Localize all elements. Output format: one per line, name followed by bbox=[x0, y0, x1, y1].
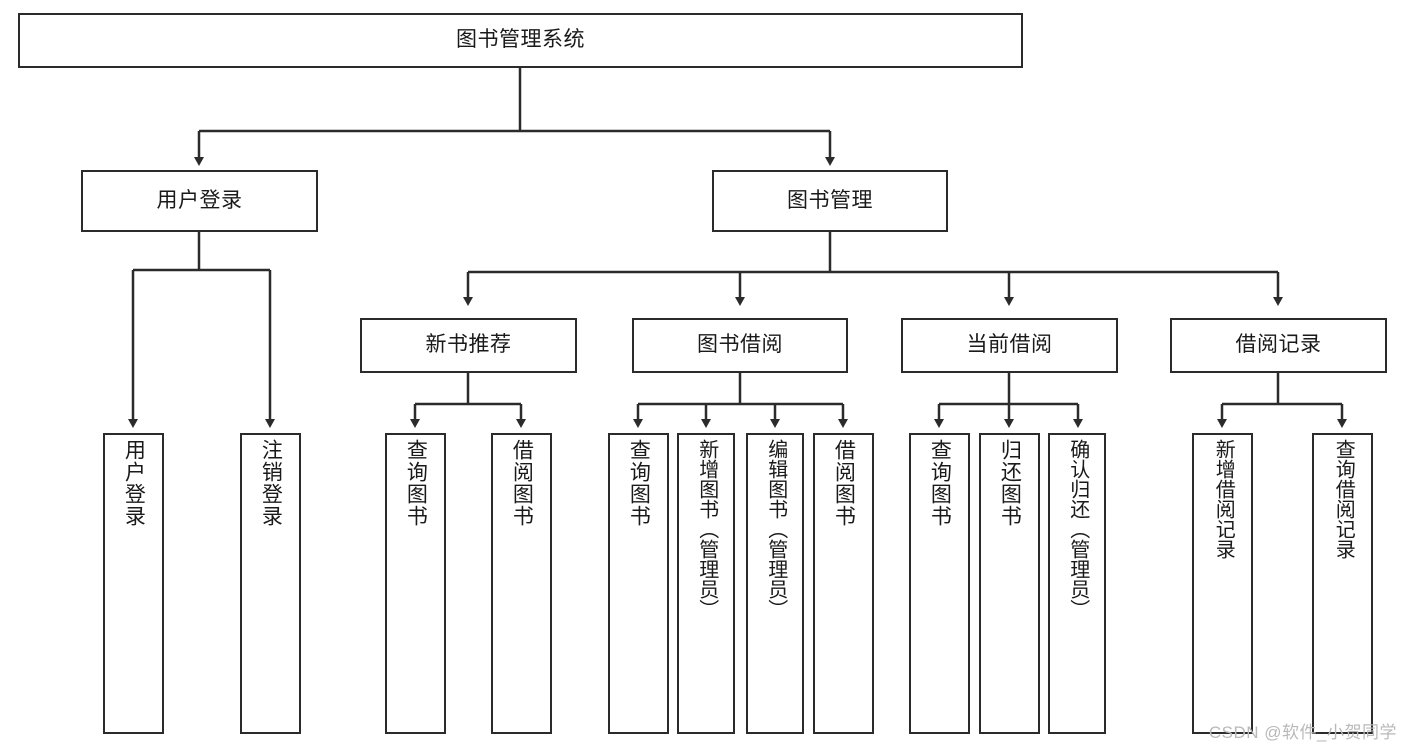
watermark-text: CSDN @软件_小贺同学 bbox=[1208, 723, 1397, 742]
node-borrow-record[interactable]: 借阅记录 bbox=[1170, 318, 1387, 373]
node-label: 借阅图书 bbox=[510, 439, 534, 527]
node-label: 借阅记录 bbox=[1235, 333, 1322, 357]
node-leaf-add-borrow-record[interactable]: 新增借阅记录 bbox=[1192, 433, 1253, 734]
node-label: 图书借阅 bbox=[697, 333, 783, 357]
node-label: 新增图书（管理员） bbox=[695, 439, 718, 619]
node-user-login[interactable]: 用户登录 bbox=[81, 170, 318, 232]
node-label: 当前借阅 bbox=[966, 333, 1053, 357]
node-label: 用户登录 bbox=[122, 439, 146, 527]
node-leaf-borrow-book-recommend[interactable]: 借阅图书 bbox=[491, 433, 552, 734]
node-book-manage[interactable]: 图书管理 bbox=[712, 170, 948, 232]
node-leaf-query-book-current[interactable]: 查询图书 bbox=[909, 433, 970, 734]
node-leaf-borrow-book[interactable]: 借阅图书 bbox=[813, 433, 874, 734]
node-label: 编辑图书（管理员） bbox=[764, 439, 787, 619]
node-label: 查询图书 bbox=[627, 439, 651, 527]
node-label: 用户登录 bbox=[156, 188, 243, 212]
node-leaf-logout[interactable]: 注销登录 bbox=[240, 433, 301, 734]
node-leaf-query-borrow-record[interactable]: 查询借阅记录 bbox=[1312, 433, 1373, 734]
node-leaf-return-book[interactable]: 归还图书 bbox=[979, 433, 1040, 734]
node-book-borrow[interactable]: 图书借阅 bbox=[632, 318, 848, 373]
node-new-book-recommend[interactable]: 新书推荐 bbox=[360, 318, 577, 373]
node-label: 注销登录 bbox=[259, 439, 283, 527]
node-label: 归还图书 bbox=[998, 439, 1022, 527]
node-label: 确认归还（管理员） bbox=[1066, 439, 1089, 619]
node-current-borrow[interactable]: 当前借阅 bbox=[901, 318, 1118, 373]
node-leaf-user-login[interactable]: 用户登录 bbox=[103, 433, 164, 734]
node-label: 图书管理 bbox=[787, 188, 873, 212]
node-leaf-query-book-recommend[interactable]: 查询图书 bbox=[385, 433, 446, 734]
node-label: 查询图书 bbox=[404, 439, 428, 527]
node-label: 查询图书 bbox=[928, 439, 952, 527]
node-leaf-edit-book-admin[interactable]: 编辑图书（管理员） bbox=[746, 433, 804, 734]
node-label: 查询借阅记录 bbox=[1332, 439, 1355, 559]
node-label: 图书管理系统 bbox=[456, 28, 585, 52]
node-label: 借阅图书 bbox=[832, 439, 856, 527]
node-leaf-query-book-borrow[interactable]: 查询图书 bbox=[608, 433, 669, 734]
node-label: 新增借阅记录 bbox=[1212, 439, 1235, 559]
node-root-book-management-system[interactable]: 图书管理系统 bbox=[18, 13, 1023, 68]
node-label: 新书推荐 bbox=[425, 333, 512, 357]
node-leaf-add-book-admin[interactable]: 新增图书（管理员） bbox=[677, 433, 735, 734]
node-leaf-confirm-return-admin[interactable]: 确认归还（管理员） bbox=[1048, 433, 1106, 734]
